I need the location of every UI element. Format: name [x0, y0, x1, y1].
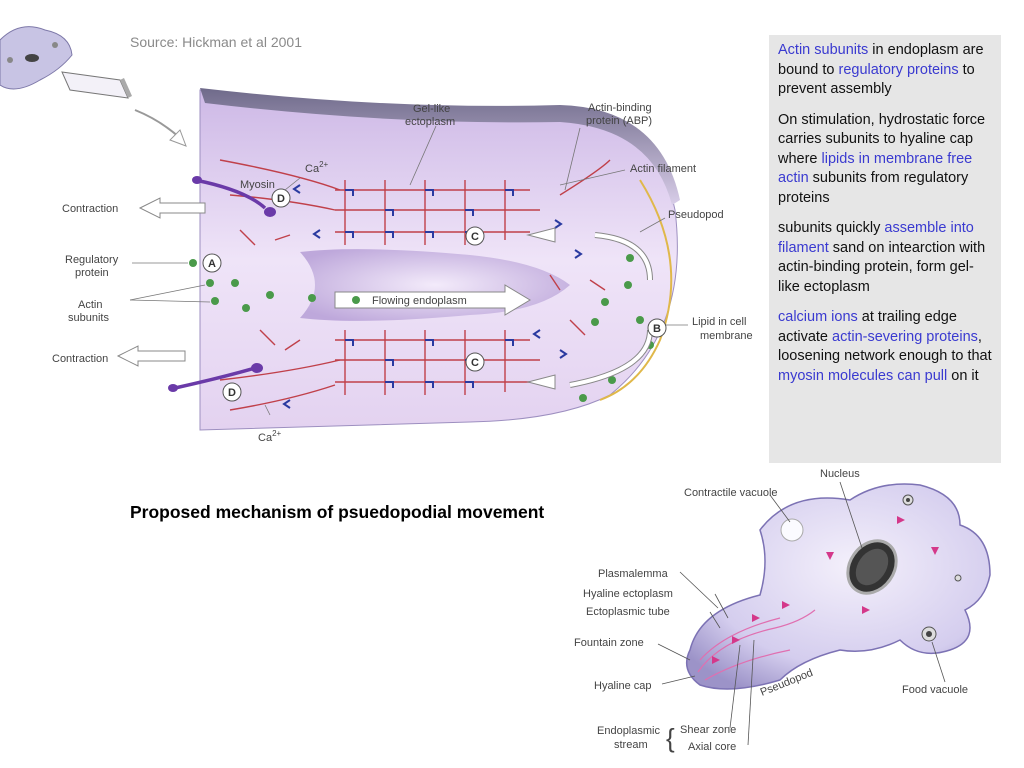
gel-like-label-1: Gel-like	[413, 103, 450, 115]
abp-bottom	[282, 329, 568, 409]
lipid-label-1: Lipid in cell	[692, 316, 746, 328]
flowing-endoplasm-label: Flowing endoplasm	[372, 295, 467, 307]
loose-filaments	[239, 229, 606, 351]
amoeba-body	[685, 483, 991, 690]
notes-panel: Actin subunits in endoplasm are bound to…	[769, 35, 1001, 463]
pseudopod-mechanism-diagram: Flowing endoplasm A	[0, 26, 753, 444]
diagram-caption: Proposed mechanism of psuedopodial movem…	[130, 502, 545, 522]
amoeba-structure-diagram: Nucleus Contractile vacuole Plasmalemma …	[574, 468, 991, 753]
actin-subunits-label-2: subunits	[68, 312, 109, 324]
note-actin-subunits: Actin subunits in endoplasm are bound to…	[778, 42, 984, 97]
label-a-marker: A	[202, 253, 222, 273]
source-citation: Source: Hickman et al 2001	[130, 34, 302, 50]
pseudopod-label: Pseudopod	[668, 209, 724, 221]
shear-zone-label: Shear zone	[680, 724, 736, 736]
svg-text:C: C	[471, 357, 479, 369]
hyaline-ectoplasm-label: Hyaline ectoplasm	[583, 588, 673, 600]
calcium-label-bottom: Ca2+	[258, 429, 282, 444]
note-calcium: calcium ions at trailing edge activate a…	[778, 309, 992, 384]
fountain-zone-label: Fountain zone	[574, 637, 644, 649]
nucleus-label: Nucleus	[820, 468, 860, 480]
myosin-label: Myosin	[240, 179, 275, 191]
actin-filament-label: Actin filament	[630, 163, 696, 175]
svg-text:A: A	[208, 258, 216, 270]
lipid-label-2: membrane	[700, 330, 753, 342]
contraction-arrow-top	[138, 197, 206, 219]
actin-subunits-label-1: Actin	[78, 299, 102, 311]
contraction-label-top: Contraction	[62, 203, 118, 215]
label-c-marker-top: C	[465, 226, 485, 246]
abp-label-1: Actin-binding	[588, 102, 652, 114]
food-vacuole-label: Food vacuole	[902, 684, 968, 696]
calcium-label-top: Ca2+	[305, 160, 329, 175]
svg-text:B: B	[653, 323, 661, 335]
axial-core-label: Axial core	[688, 741, 736, 753]
myosin-bottom	[174, 366, 256, 390]
note-assembly: subunits quickly assemble into filament …	[778, 220, 986, 295]
brace-icon: {	[666, 723, 675, 753]
endoplasmic-stream-label-1: Endoplasmic	[597, 725, 660, 737]
label-d-marker-bottom: D	[222, 382, 242, 402]
hyaline-cap-label: Hyaline cap	[594, 680, 651, 692]
svg-text:D: D	[277, 193, 285, 205]
label-b-marker: B	[647, 318, 667, 338]
label-d-marker-top: D	[271, 188, 291, 208]
top-membrane	[200, 88, 680, 205]
regulatory-protein-label-2: protein	[75, 267, 109, 279]
gel-like-label-2: ectoplasm	[405, 116, 455, 128]
contractile-vacuole-label: Contractile vacuole	[684, 487, 778, 499]
plasmalemma-label: Plasmalemma	[598, 568, 669, 580]
myosin-top	[194, 178, 267, 210]
contraction-arrow-bottom	[116, 345, 186, 367]
small-amoeba-icon	[0, 26, 132, 99]
contraction-label-bottom: Contraction	[52, 353, 108, 365]
flowing-endoplasm-arrow	[334, 284, 531, 316]
ectoplasmic-tube-label: Ectoplasmic tube	[586, 606, 670, 618]
svg-text:C: C	[471, 231, 479, 243]
svg-text:D: D	[228, 387, 236, 399]
label-c-marker-bottom: C	[465, 352, 485, 372]
regulatory-protein-label-1: Regulatory	[65, 254, 119, 266]
contractile-vacuole-shape	[780, 518, 804, 542]
abp-label-2: protein (ABP)	[586, 115, 652, 127]
endoplasmic-stream-label-2: stream	[614, 739, 648, 751]
note-stimulation: On stimulation, hydrostatic force carrie…	[778, 111, 986, 206]
